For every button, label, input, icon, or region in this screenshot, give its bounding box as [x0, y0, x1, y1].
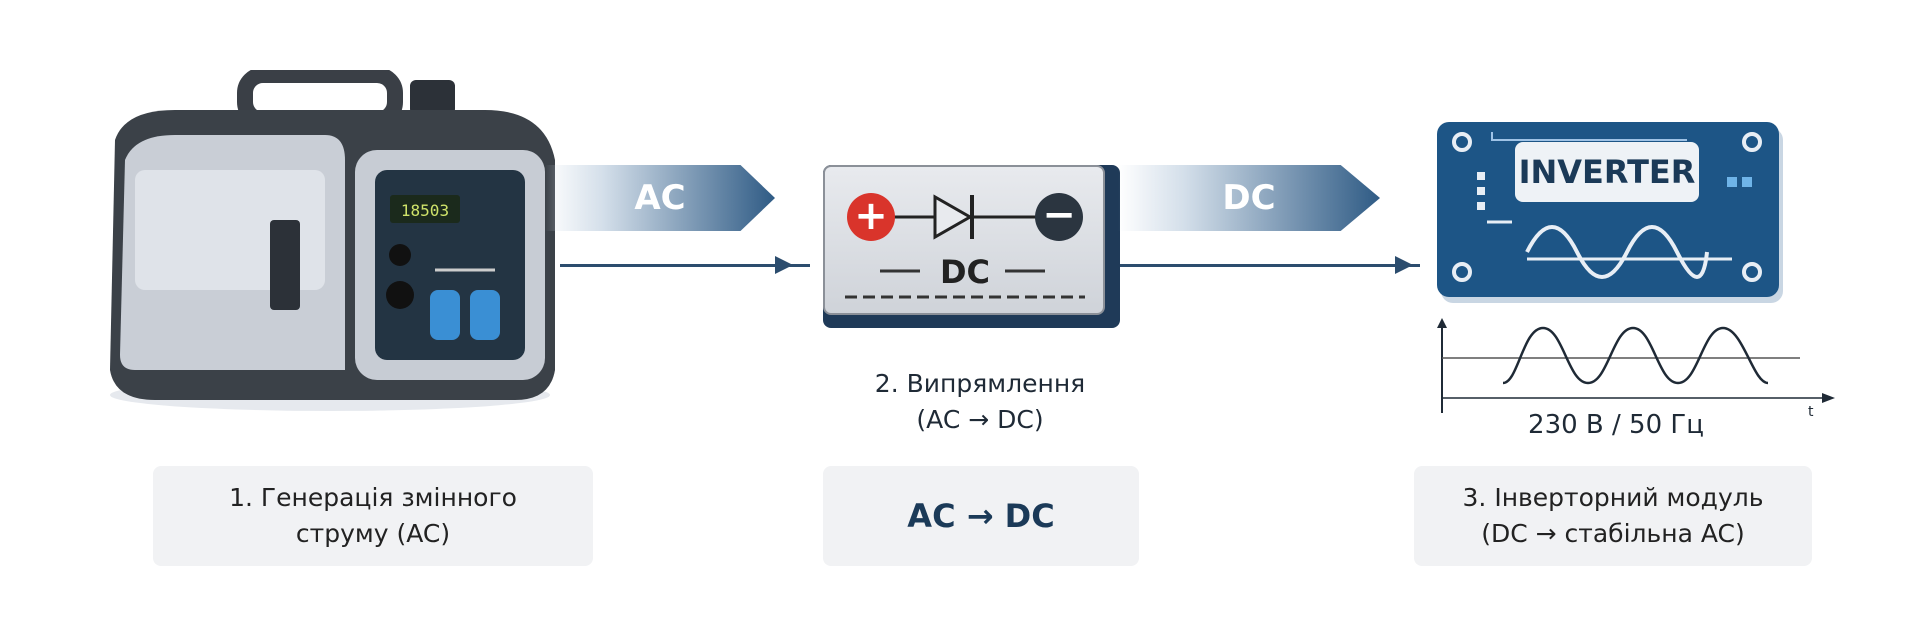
- ac-label: AC: [634, 178, 686, 218]
- rectifier-box: + − DC: [823, 165, 1105, 315]
- step-2-text: AC → DC: [907, 497, 1055, 535]
- dc-connector-line: [1120, 264, 1420, 267]
- ac-connector-line: [560, 264, 810, 267]
- step-3-line1: 3. Інверторний модуль: [1462, 483, 1764, 512]
- dc-arrow-banner: DC: [1118, 165, 1380, 231]
- step-3-label: 3. Інверторний модуль (DC → стабільна AC…: [1414, 466, 1812, 566]
- time-axis-label: t: [1808, 404, 1814, 418]
- step-1-label: 1. Генерація змінного струму (AC): [153, 466, 593, 566]
- diode-icon: [845, 194, 1085, 299]
- dc-box-label: DC: [939, 253, 991, 291]
- inverter-board: INVERTER: [1437, 122, 1779, 297]
- step-1-line1: 1. Генерація змінного: [229, 483, 517, 512]
- step-1-line2: струму (AC): [295, 519, 451, 548]
- inverter-label: INVERTER: [1515, 142, 1699, 202]
- rectifier-caption-line1: 2. Випрямлення: [874, 369, 1086, 398]
- arrow-right-icon: [775, 256, 793, 274]
- generator-illustration: 18503: [110, 70, 555, 411]
- ac-arrow-banner: AC: [545, 165, 775, 231]
- sine-wave-graph: t: [1437, 318, 1835, 418]
- generator-display: 18503: [401, 201, 449, 220]
- circuit-traces: [1452, 132, 1762, 282]
- minus-terminal-icon: −: [1035, 193, 1083, 241]
- step-3-line2: (DC → стабільна AC): [1481, 519, 1745, 548]
- arrow-right-icon: [1395, 256, 1413, 274]
- rectifier-caption: 2. Випрямлення (AC → DC): [830, 366, 1130, 438]
- step-2-label: AC → DC: [823, 466, 1139, 566]
- rectifier-caption-line2: (AC → DC): [916, 405, 1044, 434]
- dc-label: DC: [1222, 178, 1276, 218]
- plus-terminal-icon: +: [847, 193, 895, 241]
- output-spec: 230 В / 50 Гц: [1528, 410, 1704, 440]
